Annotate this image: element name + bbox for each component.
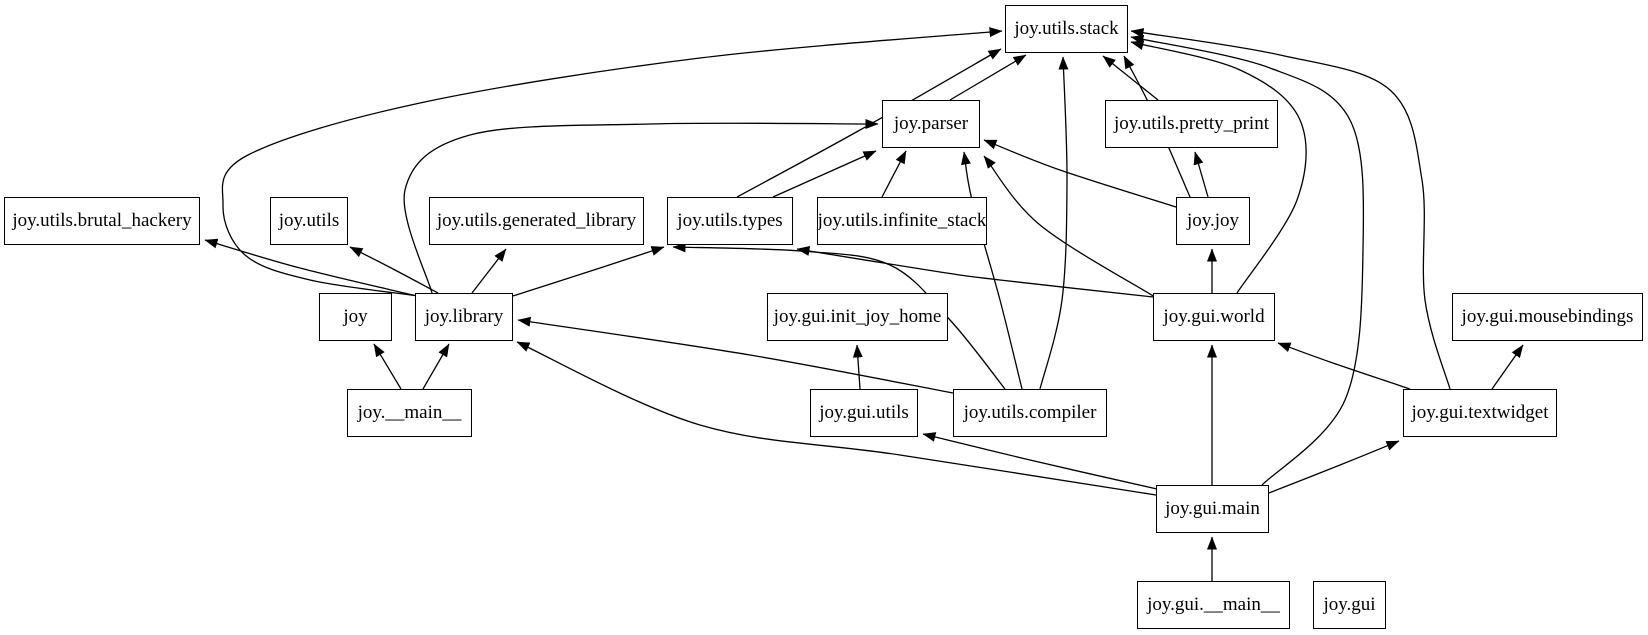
edge-joy-utils-types-to-joy-utils-stack	[736, 48, 1002, 198]
node-label: joy.gui	[1323, 594, 1376, 615]
node-label: joy.library	[424, 306, 504, 327]
node-joy-gui-mousebindings: joy.gui.mousebindings	[1452, 293, 1643, 341]
edge-joy-library-to-joy-utils-brutal-hackery	[204, 238, 418, 297]
edge-joy-gui-main-to-joy-gui-textwidget	[1268, 440, 1400, 494]
edge-joy-utils-compiler-to-joy-utils-stack	[1039, 56, 1069, 390]
node-joy-joy: joy.joy	[1176, 197, 1250, 245]
edge-joy-joy-to-joy-utils-pretty-print	[1193, 151, 1209, 198]
node-label: joy.utils.brutal_hackery	[12, 210, 192, 231]
edge-joy-library-to-joy-utils	[349, 246, 439, 294]
node-label: joy.utils	[278, 210, 340, 231]
node-joy-gui-init-joy-home: joy.gui.init_joy_home	[767, 293, 948, 341]
edge-joy-gui-main-to-joy-utils-stack	[1130, 34, 1365, 486]
edge-joy-utils-types-to-joy-parser	[772, 150, 877, 198]
edge-joy-gui-textwidget-to-joy-gui-world	[1277, 342, 1411, 390]
edge-joy-main-to-joy-library	[422, 343, 450, 390]
node-joy-utils-compiler: joy.utils.compiler	[953, 389, 1107, 437]
node-label: joy.__main__	[357, 402, 462, 423]
node-joy-gui-main-main: joy.gui.__main__	[1137, 581, 1290, 629]
node-label: joy.utils.generated_library	[436, 210, 637, 231]
node-joy-gui-world: joy.gui.world	[1153, 293, 1275, 341]
edge-joy-main-to-joy	[373, 343, 402, 390]
node-joy-utils-stack: joy.utils.stack	[1005, 5, 1128, 53]
node-joy-gui-textwidget: joy.gui.textwidget	[1403, 389, 1557, 437]
node-label: joy.gui.world	[1163, 306, 1265, 327]
node-label: joy.utils.compiler	[963, 402, 1097, 423]
edge-joy-library-to-joy-utils-stack	[221, 27, 1003, 297]
node-label: joy.gui.__main__	[1147, 594, 1280, 615]
node-joy-utils-generated-library: joy.utils.generated_library	[429, 197, 644, 245]
node-joy-utils: joy.utils	[270, 197, 348, 245]
node-joy-gui: joy.gui	[1313, 581, 1386, 629]
edge-joy-utils-compiler-to-joy-utils-types	[672, 242, 1006, 390]
node-label: joy.gui.utils	[819, 402, 909, 423]
node-label: joy.gui.mousebindings	[1461, 306, 1634, 327]
edge-joy-parser-to-joy-utils-stack	[949, 54, 1027, 101]
edge-joy-library-to-joy-utils-types	[512, 246, 665, 297]
edge-joy-library-to-joy-utils-generated-library	[471, 248, 507, 294]
node-joy-utils-types: joy.utils.types	[667, 197, 793, 245]
edge-joy-gui-main-to-joy-gui-utils	[922, 432, 1158, 490]
edge-joy-gui-textwidget-to-joy-utils-stack	[1130, 28, 1451, 390]
node-label: joy.joy	[1186, 210, 1240, 231]
node-label: joy.parser	[893, 113, 969, 134]
edge-joy-gui-utils-to-joy-gui-init-joy-home	[852, 344, 863, 390]
edge-joy-gui-world-to-joy-utils-types	[796, 246, 1154, 298]
node-label: joy	[343, 306, 368, 327]
node-joy-main: joy.__main__	[347, 389, 472, 437]
edge-joy-utils-compiler-to-joy-parser	[961, 151, 1023, 390]
node-joy-utils-brutal-hackery: joy.utils.brutal_hackery	[4, 197, 200, 245]
node-joy-parser: joy.parser	[882, 100, 980, 148]
node-label: joy.utils.infinite_stack	[817, 210, 987, 231]
node-joy-utils-infinite-stack: joy.utils.infinite_stack	[817, 197, 987, 245]
node-label: joy.gui.init_joy_home	[773, 306, 942, 327]
edge-joy-gui-textwidget-to-joy-gui-mousebindings	[1491, 344, 1524, 390]
node-label: joy.gui.main	[1165, 498, 1260, 519]
node-joy-gui-utils: joy.gui.utils	[810, 389, 918, 437]
node-joy-library: joy.library	[415, 293, 513, 341]
node-label: joy.utils.stack	[1014, 18, 1119, 39]
edge-joy-library-to-joy-parser	[403, 118, 879, 294]
edge-joy-gui-world-to-joy-utils-stack	[1130, 40, 1307, 294]
edge-joy-utils-pretty-print-to-joy-utils-stack	[1102, 55, 1159, 101]
edge-joy-utils-infinite-stack-to-joy-parser	[881, 150, 907, 198]
edge-joy-gui-world-to-joy-parser	[983, 155, 1156, 298]
edge-joy-joy-to-joy-parser	[983, 139, 1177, 208]
node-joy: joy	[319, 293, 392, 341]
node-joy-gui-main: joy.gui.main	[1156, 485, 1269, 533]
edge-joy-utils-compiler-to-joy-library	[517, 316, 954, 394]
edge-joy-gui-main-to-joy-library	[516, 341, 1157, 496]
node-label: joy.gui.textwidget	[1411, 402, 1549, 423]
node-label: joy.utils.types	[677, 210, 783, 231]
node-label: joy.utils.pretty_print	[1114, 113, 1269, 134]
node-joy-utils-pretty-print: joy.utils.pretty_print	[1105, 100, 1278, 148]
